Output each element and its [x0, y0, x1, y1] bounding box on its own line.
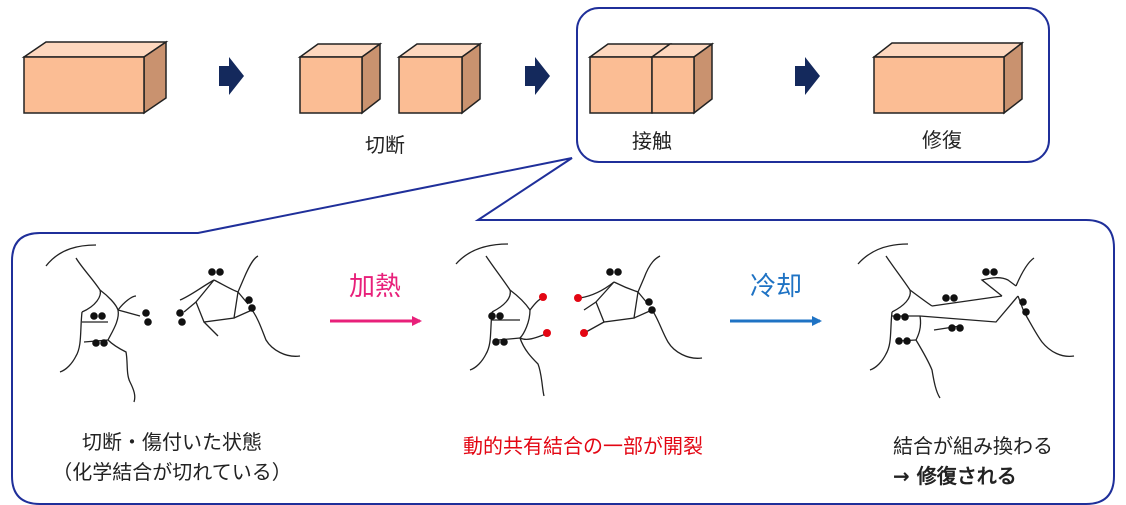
cut-label: 切断	[365, 133, 405, 157]
contact-block-right	[649, 42, 715, 115]
repair-label: 修復	[922, 128, 962, 152]
process-arrow-1	[219, 57, 244, 95]
repaired-block	[871, 41, 1025, 115]
heated-network	[455, 243, 703, 397]
recombination-caption: 結合が組み換わる	[893, 434, 1053, 458]
detail-callout-box	[11, 157, 1115, 505]
cooling-label: 冷却	[749, 272, 803, 302]
damaged-state-caption: 切断・傷付いた状態	[82, 430, 262, 454]
cut-block-right	[396, 42, 483, 115]
cut-block-left	[297, 42, 383, 115]
repaired-caption: → 修復される	[893, 464, 1017, 488]
bond-cleavage-caption: 動的共有結合の一部が開裂	[463, 434, 703, 458]
process-arrow-3	[795, 57, 820, 95]
heating-label: 加熱	[348, 272, 402, 302]
heated-bond-dots	[488, 268, 656, 346]
damaged-state-note: （化学結合が切れている）	[52, 460, 292, 484]
intact-block	[21, 40, 169, 115]
contact-label: 接触	[632, 129, 672, 153]
process-arrow-2	[525, 57, 550, 95]
damaged-bond-dots	[90, 268, 256, 347]
damaged-network	[45, 244, 301, 403]
repaired-bond-dots	[893, 268, 1030, 345]
broken-bond-dots	[539, 293, 588, 337]
